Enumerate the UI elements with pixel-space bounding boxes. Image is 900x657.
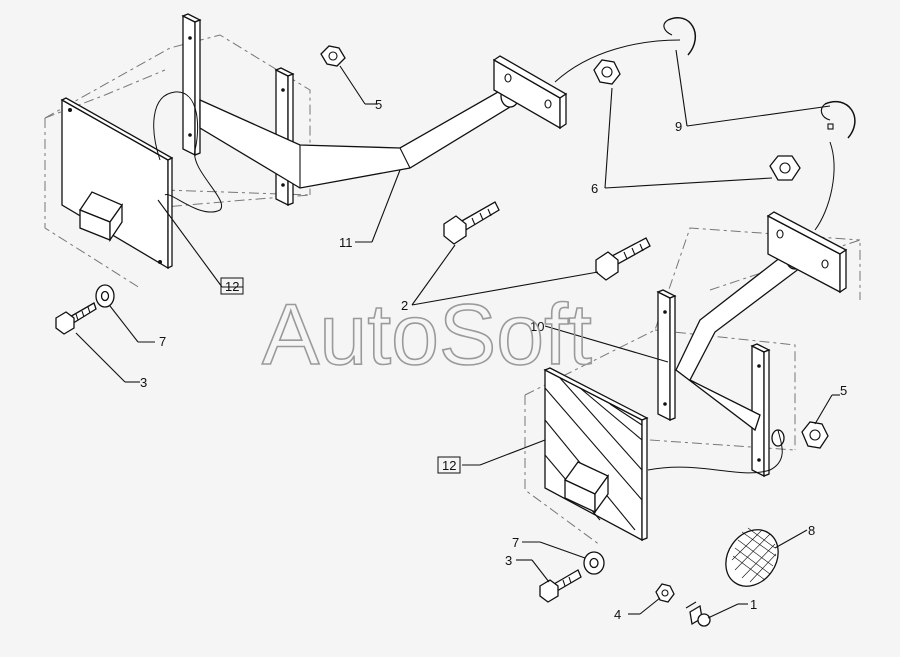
top-nut-5 xyxy=(320,45,346,67)
nut-4 xyxy=(655,583,675,603)
callout-1: 1 xyxy=(750,597,757,612)
bolt-2-lower xyxy=(595,237,651,281)
right-washer xyxy=(583,551,605,575)
nut-5-right xyxy=(801,421,829,449)
callout-12-right: 12 xyxy=(442,458,456,473)
right-straps xyxy=(656,289,771,478)
left-bolt xyxy=(55,302,97,335)
callout-7-left: 7 xyxy=(159,334,166,349)
callout-4: 4 xyxy=(614,607,621,622)
callout-7-right: 7 xyxy=(512,535,519,550)
callout-11: 11 xyxy=(339,235,353,250)
callout-3-right: 3 xyxy=(505,553,512,568)
right-bolt xyxy=(539,569,582,603)
left-washer xyxy=(95,284,115,308)
callout-9: 9 xyxy=(675,119,682,134)
callout-12-left: 12 xyxy=(225,279,239,294)
right-assembly xyxy=(524,211,861,627)
callout-3-left: 3 xyxy=(140,375,147,390)
left-wire xyxy=(153,91,223,213)
left-reflector-plate xyxy=(60,97,174,270)
callout-2: 2 xyxy=(401,298,408,313)
callout-8: 8 xyxy=(808,523,815,538)
leader-lines xyxy=(75,49,840,619)
nut-6-lower xyxy=(769,155,801,181)
callout-6: 6 xyxy=(591,181,598,196)
watermark-text: AutoSoft xyxy=(262,287,592,383)
left-tube-bracket xyxy=(199,55,568,189)
right-reflector-plate xyxy=(543,367,649,542)
right-wire xyxy=(647,429,783,474)
nut-6-upper xyxy=(593,59,621,85)
screw-1 xyxy=(685,601,711,627)
callout-10: 10 xyxy=(530,319,544,334)
right-tube-bracket xyxy=(675,211,848,447)
wire-lower-clip xyxy=(814,141,835,231)
callout-5-right: 5 xyxy=(840,383,847,398)
callout-box-12-left xyxy=(220,277,244,295)
reflector-lens-8 xyxy=(725,527,779,587)
clip-9-upper xyxy=(663,17,697,56)
callout-5-top: 5 xyxy=(375,97,382,112)
callout-box-12-right xyxy=(437,456,461,474)
left-assembly xyxy=(44,13,681,335)
wire-to-clip xyxy=(554,39,681,83)
clip-9-lower xyxy=(820,101,856,139)
bolt-2-upper xyxy=(443,201,500,245)
